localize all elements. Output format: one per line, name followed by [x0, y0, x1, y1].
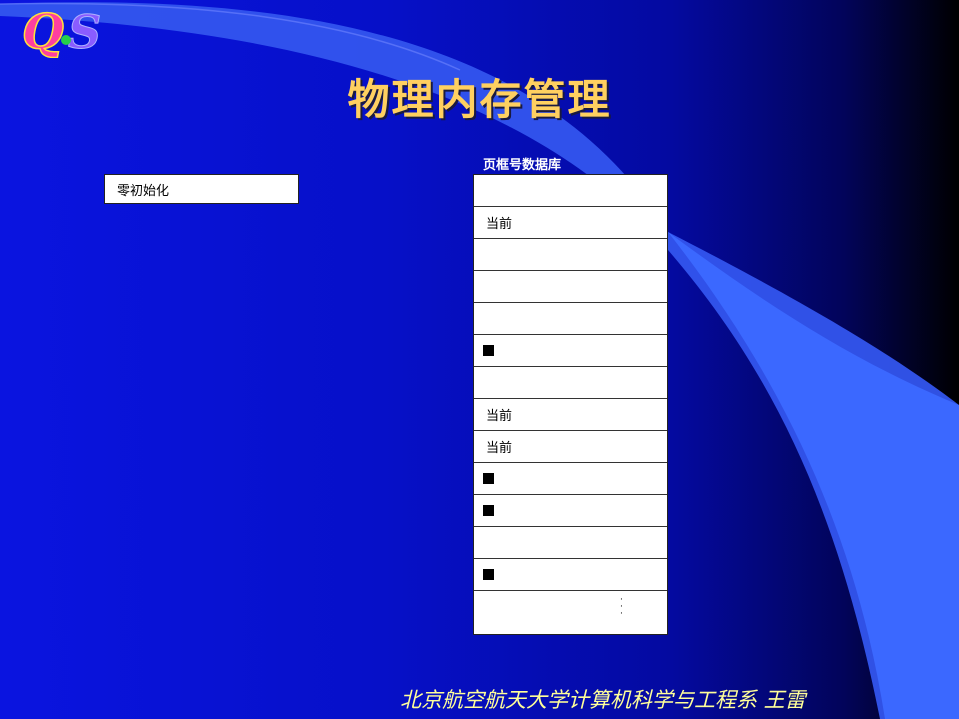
zero-initialize-box: 零初始化 [104, 174, 299, 204]
filled-square-icon [483, 505, 494, 516]
table-row: 当前 [474, 207, 667, 239]
footer-credit: 北京航空航天大学计算机科学与工程系 王雷 [400, 688, 806, 712]
table-row: ··· [474, 591, 667, 634]
vertical-ellipsis-icon: ··· [620, 595, 623, 619]
table-row [474, 271, 667, 303]
table-row [474, 175, 667, 207]
frame-database-label: 页框号数据库 [483, 158, 562, 173]
table-row [474, 335, 667, 367]
slide-title: 物理内存管理 [347, 75, 612, 124]
table-row [474, 495, 667, 527]
table-row [474, 303, 667, 335]
table-row [474, 367, 667, 399]
filled-square-icon [483, 473, 494, 484]
table-row [474, 239, 667, 271]
table-row [474, 559, 667, 591]
svg-text:S: S [68, 5, 101, 58]
table-row [474, 463, 667, 495]
filled-square-icon [483, 569, 494, 580]
table-row [474, 527, 667, 559]
table-row: 当前 [474, 431, 667, 463]
filled-square-icon [483, 345, 494, 356]
qs-logo: Q S [21, 3, 101, 58]
frame-database-table: 当前 当前 当前 ··· [473, 174, 668, 635]
svg-text:Q: Q [22, 4, 64, 58]
table-row: 当前 [474, 399, 667, 431]
